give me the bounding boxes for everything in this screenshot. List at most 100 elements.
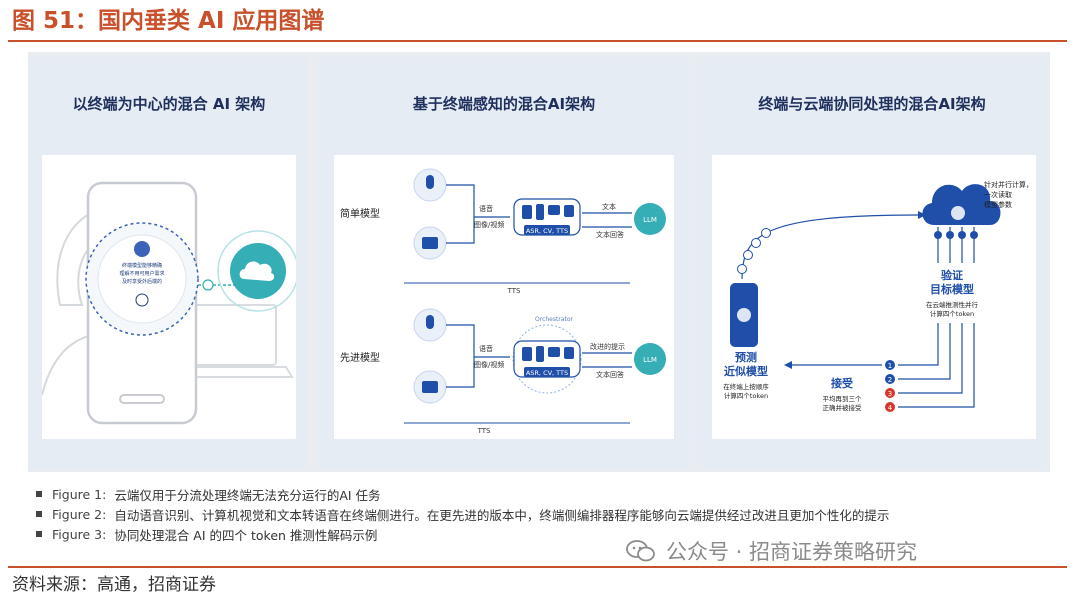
panel-body: 简单模型 先进模型 语音 图像/视频 ASR, CV, TTS 文本 文本回答 …	[334, 155, 674, 439]
note-bullet	[36, 491, 42, 497]
chip-car-icon	[522, 205, 532, 219]
device-token-2	[743, 250, 753, 260]
phone-line-3: 及时享受外后端的	[122, 278, 162, 285]
verify-label: 验证	[941, 268, 963, 282]
chip-vr-icon-advanced	[564, 347, 574, 359]
row-label-advanced: 先进模型	[340, 351, 380, 364]
device-token-4	[761, 228, 771, 238]
note-figure-3: Figure 3: 协同处理混合 AI 的四个 token 推测性解码示例	[36, 524, 1036, 544]
phone-home-button	[119, 394, 165, 404]
camera-shape-advanced	[422, 381, 438, 393]
chip-label-simple: ASR, CV, TTS	[526, 227, 568, 235]
title-rule	[8, 40, 1067, 42]
cloud-target	[922, 184, 1001, 225]
note-figure-2: Figure 2: 自动语音识别、计算机视觉和文本转语音在终端侧进行。在更先进的…	[36, 504, 1036, 524]
return-path-2	[898, 323, 951, 380]
cloud-token-4	[970, 231, 978, 239]
note-label: Figure 1:	[52, 486, 107, 502]
watermark-text: 公众号 · 招商证券策略研究	[666, 540, 918, 564]
link-badge	[202, 279, 214, 291]
laptop-outline	[191, 304, 277, 366]
chip-vr-icon	[564, 205, 574, 217]
llm-label-advanced: LLM	[643, 356, 657, 364]
verify-model-label: 目标模型	[930, 282, 974, 296]
brain-icon	[134, 241, 150, 257]
accept-label: 接受	[831, 376, 853, 390]
row-label-simple: 简单模型	[340, 207, 380, 220]
panel-body: 终端模型能够精确 理解不用可用户需求 及时享受外后端的	[41, 155, 299, 439]
source-rule	[8, 566, 1067, 568]
upload-arrowhead	[918, 211, 926, 219]
panel-device-centric: 以终端为中心的混合 AI 架构 终端模型能够精确 理解不用可用户需求 及时享受外…	[30, 57, 308, 469]
result-token-1	[885, 360, 895, 370]
accept-sub-1: 平均再到三个	[823, 394, 863, 403]
note-text: 协同处理混合 AI 的四个 token 推测性解码示例	[114, 527, 378, 543]
cloud-note-line-1: 针对并行计算，	[984, 180, 1033, 189]
collaborative-diagram: 针对并行计算， 一次读取 模型参数 验证 目标模型 在云端推测性并行 计算四个t…	[723, 180, 1033, 412]
phone-line-2: 理解不用可用户需求	[119, 270, 164, 277]
chip-phone-icon-advanced	[536, 346, 544, 362]
result-token-3-label: 3	[888, 390, 892, 398]
label-text-back-advanced: 文本回答	[596, 370, 624, 379]
device-inner-circle	[97, 234, 187, 324]
panel-title: 终端与云端协同处理的混合AI架构	[758, 95, 986, 113]
label-improved-prompt: 改进的提示	[590, 342, 625, 351]
source-text: 资料来源：高通，招商证券	[12, 575, 216, 595]
panel-collaborative: 终端与云端协同处理的混合AI架构 针对并行计算， 一次读取 模型参数 验证 目标…	[698, 57, 1046, 469]
note-label: Figure 3:	[52, 526, 107, 542]
cloud-note-line-2: 一次读取	[984, 190, 1012, 199]
device-sensing-diagram: 简单模型 先进模型 语音 图像/视频 ASR, CV, TTS 文本 文本回答 …	[340, 168, 666, 435]
label-voice: 语音	[479, 204, 493, 213]
return-path-3	[898, 323, 963, 394]
cloud-note-line-3: 模型参数	[984, 200, 1012, 209]
chip-pc-icon-advanced	[548, 347, 560, 357]
panel-title: 以终端为中心的混合 AI 架构	[72, 95, 266, 113]
verify-sub-1: 在云端推测性并行	[926, 300, 979, 309]
label-text: 文本	[602, 202, 616, 211]
person-shoulder	[41, 334, 93, 396]
note-text: 自动语音识别、计算机视觉和文本转语音在终端侧进行。在更先进的版本中，终端侧编排器…	[114, 507, 890, 523]
cloud-drops	[937, 227, 975, 263]
accept-arrowhead	[784, 361, 792, 369]
cloud-token-1	[934, 231, 942, 239]
note-bullet	[36, 531, 42, 537]
label-tts-advanced: TTS	[477, 427, 491, 435]
result-token-3	[885, 388, 895, 398]
chip-label-bg-advanced	[524, 367, 570, 377]
label-tts-simple: TTS	[507, 287, 521, 295]
chip-label-advanced: ASR, CV, TTS	[526, 369, 568, 377]
predict-sub-2: 计算四个token	[724, 391, 768, 400]
label-orchestrator: Orchestrator	[535, 316, 573, 323]
device-token-3	[751, 238, 761, 248]
upload-arc	[741, 214, 919, 280]
llm-cloud-advanced	[634, 343, 666, 375]
predict-label: 预测	[735, 350, 757, 364]
orchestrator-ring	[512, 324, 582, 394]
camera-shape	[422, 237, 438, 249]
chip-pc-icon	[548, 205, 560, 215]
input-lines-advanced	[446, 324, 510, 388]
device-centric-diagram: 终端模型能够精确 理解不用可用户需求 及时享受外后端的	[41, 181, 299, 425]
chip-phone-icon	[536, 204, 544, 220]
llm-label-simple: LLM	[643, 216, 657, 224]
panel-body: 针对并行计算， 一次读取 模型参数 验证 目标模型 在云端推测性并行 计算四个t…	[712, 155, 1036, 439]
note-text: 云端仅用于分流处理终端无法充分运行的AI 任务	[114, 487, 381, 503]
predict-model-label: 近似模型	[724, 364, 768, 378]
phone-line-1: 终端模型能够精确	[122, 262, 162, 269]
llm-cloud-simple	[634, 203, 666, 235]
mic-shape	[426, 175, 434, 189]
cloud-token-3	[958, 231, 966, 239]
device-token-1	[737, 264, 747, 274]
label-image-video: 图像/视频	[474, 220, 504, 229]
chip-label-bg	[524, 225, 570, 235]
watermark: 公众号 · 招商证券策略研究	[626, 536, 917, 566]
note-figure-1: Figure 1: 云端仅用于分流处理终端无法充分运行的AI 任务	[36, 484, 1036, 504]
device-brain-icon	[737, 308, 751, 322]
return-path-4	[898, 323, 975, 408]
result-token-2	[885, 374, 895, 384]
result-token-4	[885, 402, 895, 412]
panel-title: 基于终端感知的混合AI架构	[412, 95, 596, 113]
figure-title: 图 51：国内垂类 AI 应用图谱	[12, 8, 325, 34]
chip-car-icon-advanced	[522, 347, 532, 361]
accept-sub-2: 正确并被接受	[823, 403, 863, 412]
